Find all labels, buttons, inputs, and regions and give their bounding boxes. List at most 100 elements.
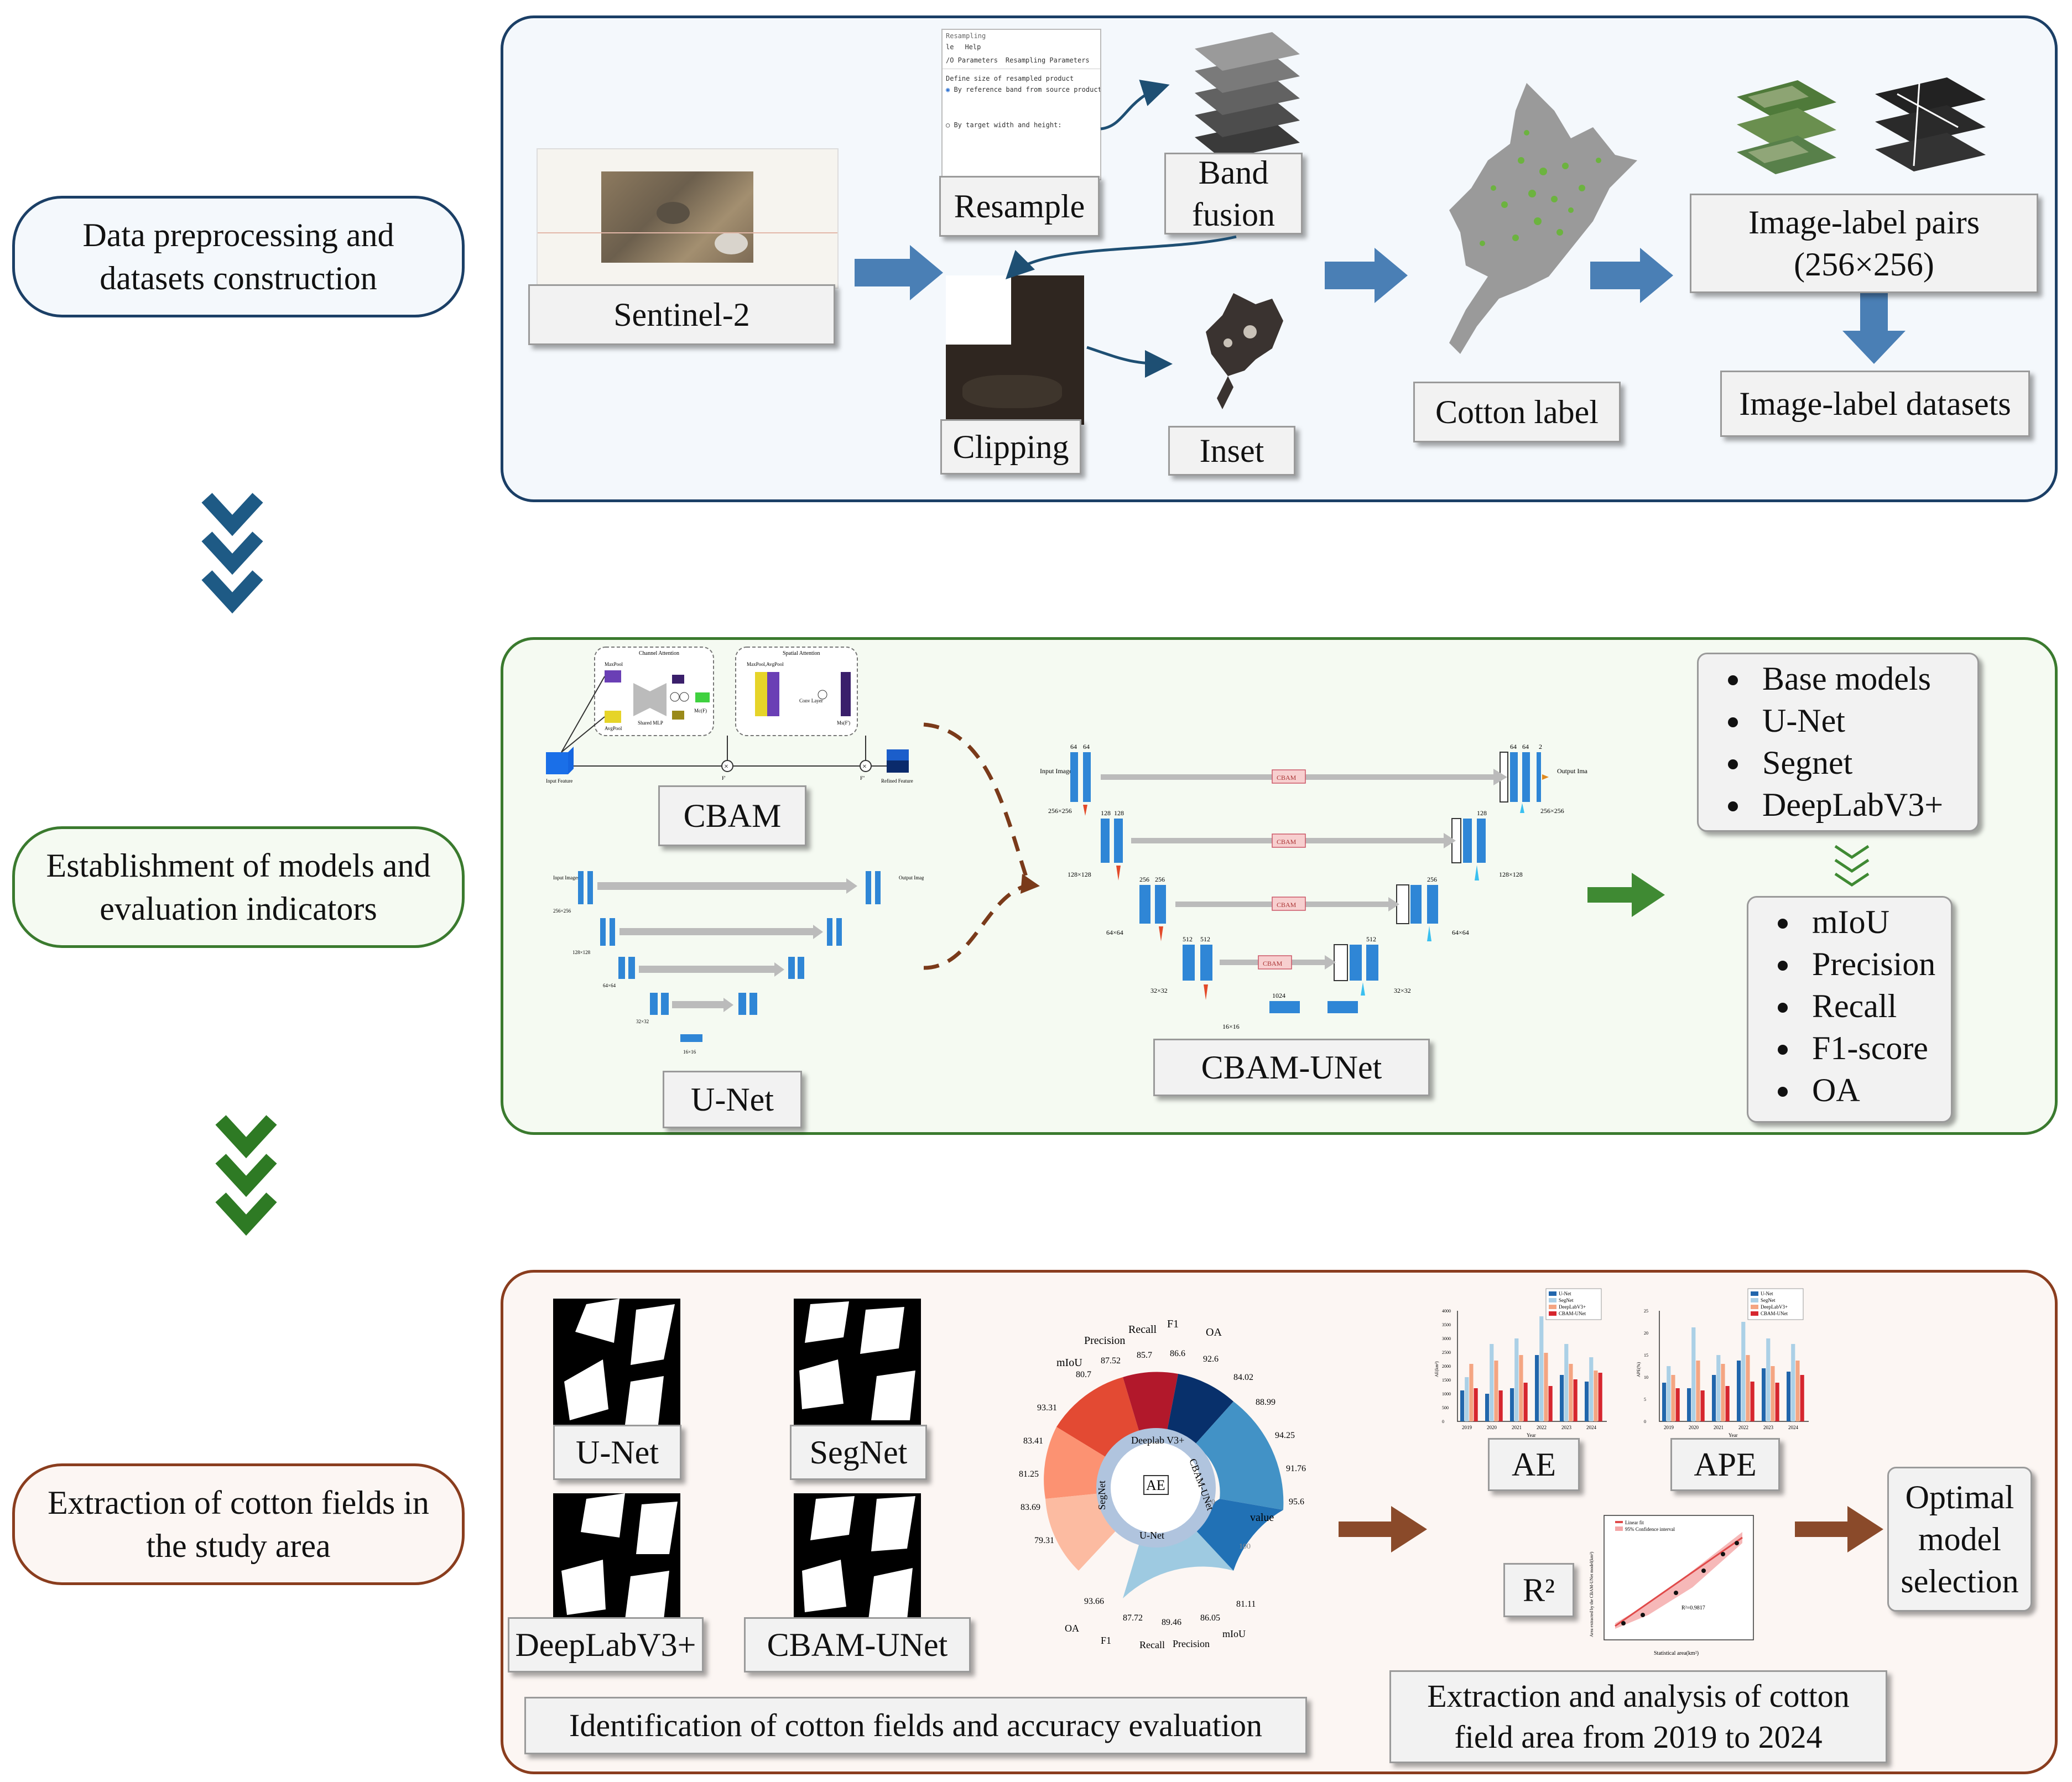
ape-chart-bar	[1662, 1383, 1667, 1421]
ch-256b: 256	[1155, 876, 1165, 883]
ae-chart-bar	[1490, 1344, 1494, 1421]
ape-chart-ytick: 15	[1644, 1353, 1648, 1358]
identification-box: Identification of cotton fields and accu…	[524, 1697, 1307, 1754]
radial-left-5: 83.69	[1021, 1503, 1040, 1512]
dialog-section: Define size of resampled product	[946, 75, 1074, 82]
radial-value-3: 86.6	[1170, 1349, 1185, 1358]
r2-legend-linear: Linear fit	[1625, 1520, 1644, 1525]
ape-chart-ytick: 20	[1644, 1331, 1648, 1336]
panel1-connectors	[855, 80, 1906, 378]
resample-box: Resample	[939, 176, 1100, 237]
brown-arrow-icon	[1795, 1506, 1883, 1552]
refined-feature-label: Refined Feature	[881, 778, 913, 784]
dialog-option-2: By target width and height:	[954, 121, 1062, 129]
ae-chart-bar	[1544, 1353, 1548, 1421]
ape-chart-ytick: 0	[1644, 1419, 1646, 1424]
chevron-down-icon	[201, 493, 263, 614]
maxpool-label: MaxPool	[605, 661, 623, 667]
cbam-unet-diagram: Input Images Output Images 256×256 256×2…	[1040, 743, 1587, 1030]
dialog-menu-file: le	[946, 43, 954, 51]
radial-metric-miou-bottom: mIoU	[1222, 1628, 1246, 1639]
radial-group-segnet: SegNet	[1096, 1481, 1107, 1510]
ape-chart-bar	[1787, 1372, 1791, 1421]
radial-bottom-3: 89.46	[1162, 1618, 1181, 1627]
ae-chart-bar	[1594, 1371, 1598, 1421]
stage-label-extraction: Extraction of cotton fields in the study…	[12, 1463, 465, 1585]
chevron-down-icon	[215, 1115, 277, 1236]
ape-chart-legend-label: SegNet	[1761, 1298, 1776, 1303]
radial-group-unet: U-Net	[1139, 1530, 1164, 1541]
radial-left-4: 81.25	[1019, 1470, 1039, 1479]
cbam-text: CBAM	[683, 798, 782, 834]
unet-size-2: 128×128	[572, 950, 591, 955]
cbam-unet-size-5: 16×16	[1222, 1023, 1240, 1030]
radial-metric-recall-bottom: Recall	[1139, 1639, 1165, 1650]
radial-metric-precision: Precision	[1084, 1335, 1125, 1347]
r2-ylabel: Area extracted by the CBAM-UNet model(km…	[1589, 1552, 1594, 1637]
ape-chart-legend-label: U-Net	[1761, 1291, 1773, 1296]
ae-chart-year-label: 2021	[1512, 1425, 1522, 1430]
ae-chart-ytick: 4000	[1442, 1309, 1451, 1314]
image-label-datasets-box: Image-label datasets	[1720, 371, 2030, 437]
optimal-model-box: Optimal model selection	[1887, 1467, 2032, 1612]
ch-128a: 128	[1101, 809, 1111, 817]
cotton-label-box: Cotton label	[1413, 382, 1621, 442]
ape-chart-bar	[1775, 1383, 1779, 1421]
radial-metric-f1-bottom: F1	[1101, 1635, 1111, 1646]
ae-chart-legend-label: CBAM-UNet	[1559, 1311, 1586, 1316]
dialog-option-1: By reference band from source product	[954, 86, 1101, 93]
sentinel-map-image	[537, 148, 839, 289]
ae-chart-bar	[1519, 1355, 1523, 1421]
mask-deeplab-image	[553, 1493, 680, 1619]
ape-chart-bar	[1691, 1327, 1696, 1421]
cbam-unet-size-3-out: 64×64	[1452, 929, 1469, 936]
cbam-block-label-2: CBAM	[1277, 838, 1297, 846]
ms-label: Ms(F')	[837, 720, 850, 726]
r2-scatter-chart: Linear fit 95% Confidence interval R²=0.…	[1589, 1515, 1754, 1656]
ape-text: APE	[1694, 1446, 1757, 1483]
radial-value-7: 94.25	[1275, 1431, 1295, 1440]
radial-value-label: value	[1250, 1512, 1274, 1524]
ae-chart-bar	[1535, 1355, 1539, 1421]
ae-chart-ylabel: AE(km²)	[1434, 1361, 1439, 1377]
ae-chart-bar	[1589, 1357, 1594, 1421]
ape-chart-legend-swatch	[1751, 1311, 1758, 1316]
inset-image	[1206, 293, 1283, 409]
ape-chart-bar	[1791, 1344, 1795, 1421]
base-model-deeplab: DeepLabV3+	[1751, 784, 1977, 826]
ae-chart-bar	[1510, 1388, 1514, 1421]
ape-chart-ylabel: APE(%)	[1636, 1362, 1641, 1377]
ae-chart-year-label: 2019	[1462, 1425, 1472, 1430]
ae-chart-bar	[1585, 1382, 1589, 1421]
r2-xlabel: Statistical area(km²)	[1654, 1650, 1699, 1656]
ape-chart-bar	[1750, 1382, 1755, 1421]
ape-chart-bar	[1696, 1361, 1700, 1421]
clipping-box: Clipping	[940, 419, 1081, 475]
cbam-unet-size-4: 32×32	[1150, 987, 1168, 994]
mask-unet-text: U-Net	[576, 1434, 659, 1471]
inset-text: Inset	[1199, 433, 1264, 469]
ch-64d: 64	[1522, 743, 1529, 751]
radial-metric-f1: F1	[1167, 1318, 1179, 1330]
ae-chart-legend-label: DeepLabV3+	[1559, 1304, 1586, 1310]
dialog-tab-io: /O Parameters	[946, 56, 998, 64]
cbam-unet-input-label: Input Images	[1040, 767, 1075, 775]
stage-label-preprocessing-text: Data preprocessing and datasets construc…	[82, 217, 394, 296]
radial-metric-oa: OA	[1206, 1326, 1222, 1338]
stage-label-extraction-text: Extraction of cotton fields in the study…	[48, 1484, 429, 1564]
ape-chart-year-label: 2024	[1788, 1425, 1799, 1430]
radial-value-8: 91.76	[1286, 1464, 1306, 1473]
ae-chart-year-label: 2023	[1561, 1425, 1572, 1430]
brown-arrow-icon	[1339, 1506, 1427, 1552]
unet-output-label: Output Images	[899, 875, 924, 880]
conv-layer-label: Conv Layer	[799, 698, 823, 704]
mask-segnet-image	[794, 1299, 921, 1425]
base-models-list: Base models U-Net Segnet DeepLabV3+	[1697, 653, 1979, 832]
cbam-block-label-1: CBAM	[1277, 774, 1297, 781]
unet-input-label: Input Images	[553, 875, 580, 880]
ch-256a: 256	[1139, 876, 1149, 883]
ae-chart-ytick: 3500	[1442, 1322, 1451, 1327]
inset-box: Inset	[1168, 426, 1295, 476]
cbam-unet-size-1: 256×256	[1048, 807, 1072, 815]
